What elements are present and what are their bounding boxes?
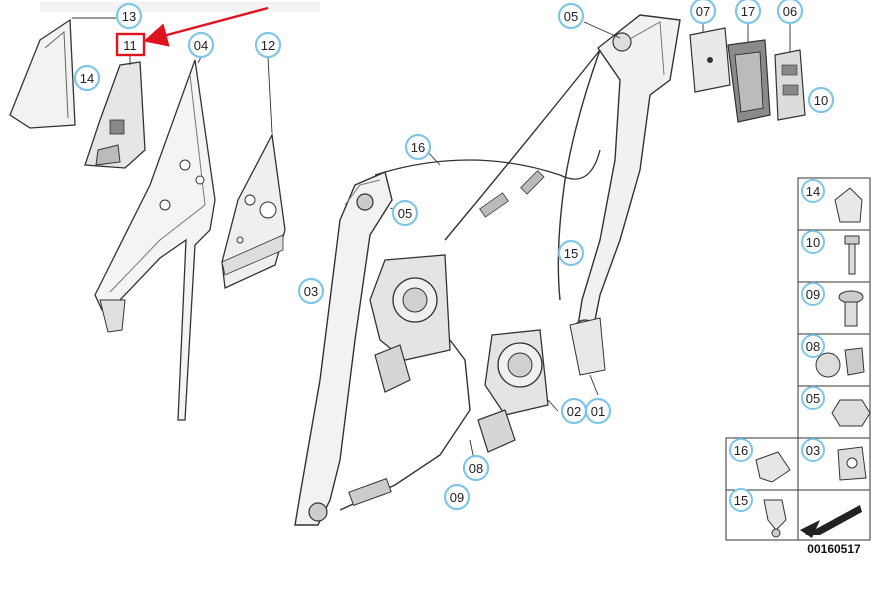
callout-15-label: 15 [564,246,578,261]
callout-14-label: 14 [80,71,94,86]
callout-04-label: 04 [194,38,208,53]
window-motor-rear [477,329,549,453]
callout-16: 16 [404,133,432,161]
callout-01: 01 [584,397,612,425]
part-11-inner-cover [84,61,146,169]
callout-08: 08 [462,454,490,482]
legend-bolt-09-icon [838,290,864,327]
legend-callout-15-label: 15 [734,493,748,508]
part-13-mirror-cover [9,17,118,129]
legend-callout-10: 10 [801,230,825,254]
legend-bushing-08-icon [815,347,865,378]
part-07-plate [689,27,731,93]
callout-04: 04 [187,31,215,59]
legend-arrow-icon [800,505,862,538]
callout-11-highlighted: 11 [115,32,146,57]
legend-callout-14-label: 14 [806,184,820,199]
callout-14: 14 [73,64,101,92]
callout-06-label: 06 [783,4,797,19]
watermark [40,2,320,12]
legend-callout-05-label: 05 [806,391,820,406]
callout-09-label: 09 [450,490,464,505]
callout-08-label: 08 [469,461,483,476]
callout-03: 03 [297,277,325,305]
legend-callout-14: 14 [801,179,825,203]
legend-callout-03-label: 03 [806,443,820,458]
callout-05-top-label: 05 [564,9,578,24]
part-17-pad [727,39,771,123]
part-12-insulation-sheet [221,132,286,289]
diagram-reference-code: 00160517 [807,542,861,556]
highlight-arrow [143,6,269,47]
legend-screw-10-icon [844,235,860,275]
callout-09: 09 [443,483,471,511]
legend-grid [725,177,871,541]
legend-callout-05: 05 [801,386,825,410]
callout-17: 17 [734,0,762,25]
callout-01-label: 01 [591,404,605,419]
legend-callout-03: 03 [801,438,825,462]
callout-15: 15 [557,239,585,267]
legend-callout-16-label: 16 [734,443,748,458]
legend-callout-09-label: 09 [806,287,820,302]
callout-05-mid-label: 05 [398,206,412,221]
callout-12: 12 [254,31,282,59]
callout-07: 07 [689,0,717,25]
legend-callout-08: 08 [801,334,825,358]
callout-05-top: 05 [557,2,585,30]
callout-11-label: 11 [123,38,137,53]
legend-clip-03-icon [837,446,867,481]
part-06-pad [774,49,806,121]
callout-02-label: 02 [567,404,581,419]
callout-12-label: 12 [261,38,275,53]
callout-10: 10 [807,86,835,114]
window-motor-front [369,254,451,393]
callout-10-label: 10 [814,93,828,108]
callout-03-label: 03 [304,284,318,299]
callout-13-label: 13 [122,9,136,24]
legend-nut-05-icon [831,399,871,427]
part-04-window-frame-seal [94,59,216,421]
legend-callout-09: 09 [801,282,825,306]
callout-07-label: 07 [696,4,710,19]
legend-callout-16: 16 [729,438,753,462]
legend-clip-15-icon [763,499,787,538]
rear-window-regulator [557,14,681,376]
legend-callout-15: 15 [729,488,753,512]
callout-05-mid: 05 [391,199,419,227]
legend-callout-10-label: 10 [806,235,820,250]
callout-13: 13 [115,2,143,30]
legend-callout-08-label: 08 [806,339,820,354]
callout-17-label: 17 [741,4,755,19]
callout-02: 02 [560,397,588,425]
front-window-regulator [294,49,601,526]
callout-06: 06 [776,0,804,25]
callout-16-label: 16 [411,140,425,155]
legend-clip-16-icon [755,451,791,483]
legend-clip-14-icon [834,187,863,223]
